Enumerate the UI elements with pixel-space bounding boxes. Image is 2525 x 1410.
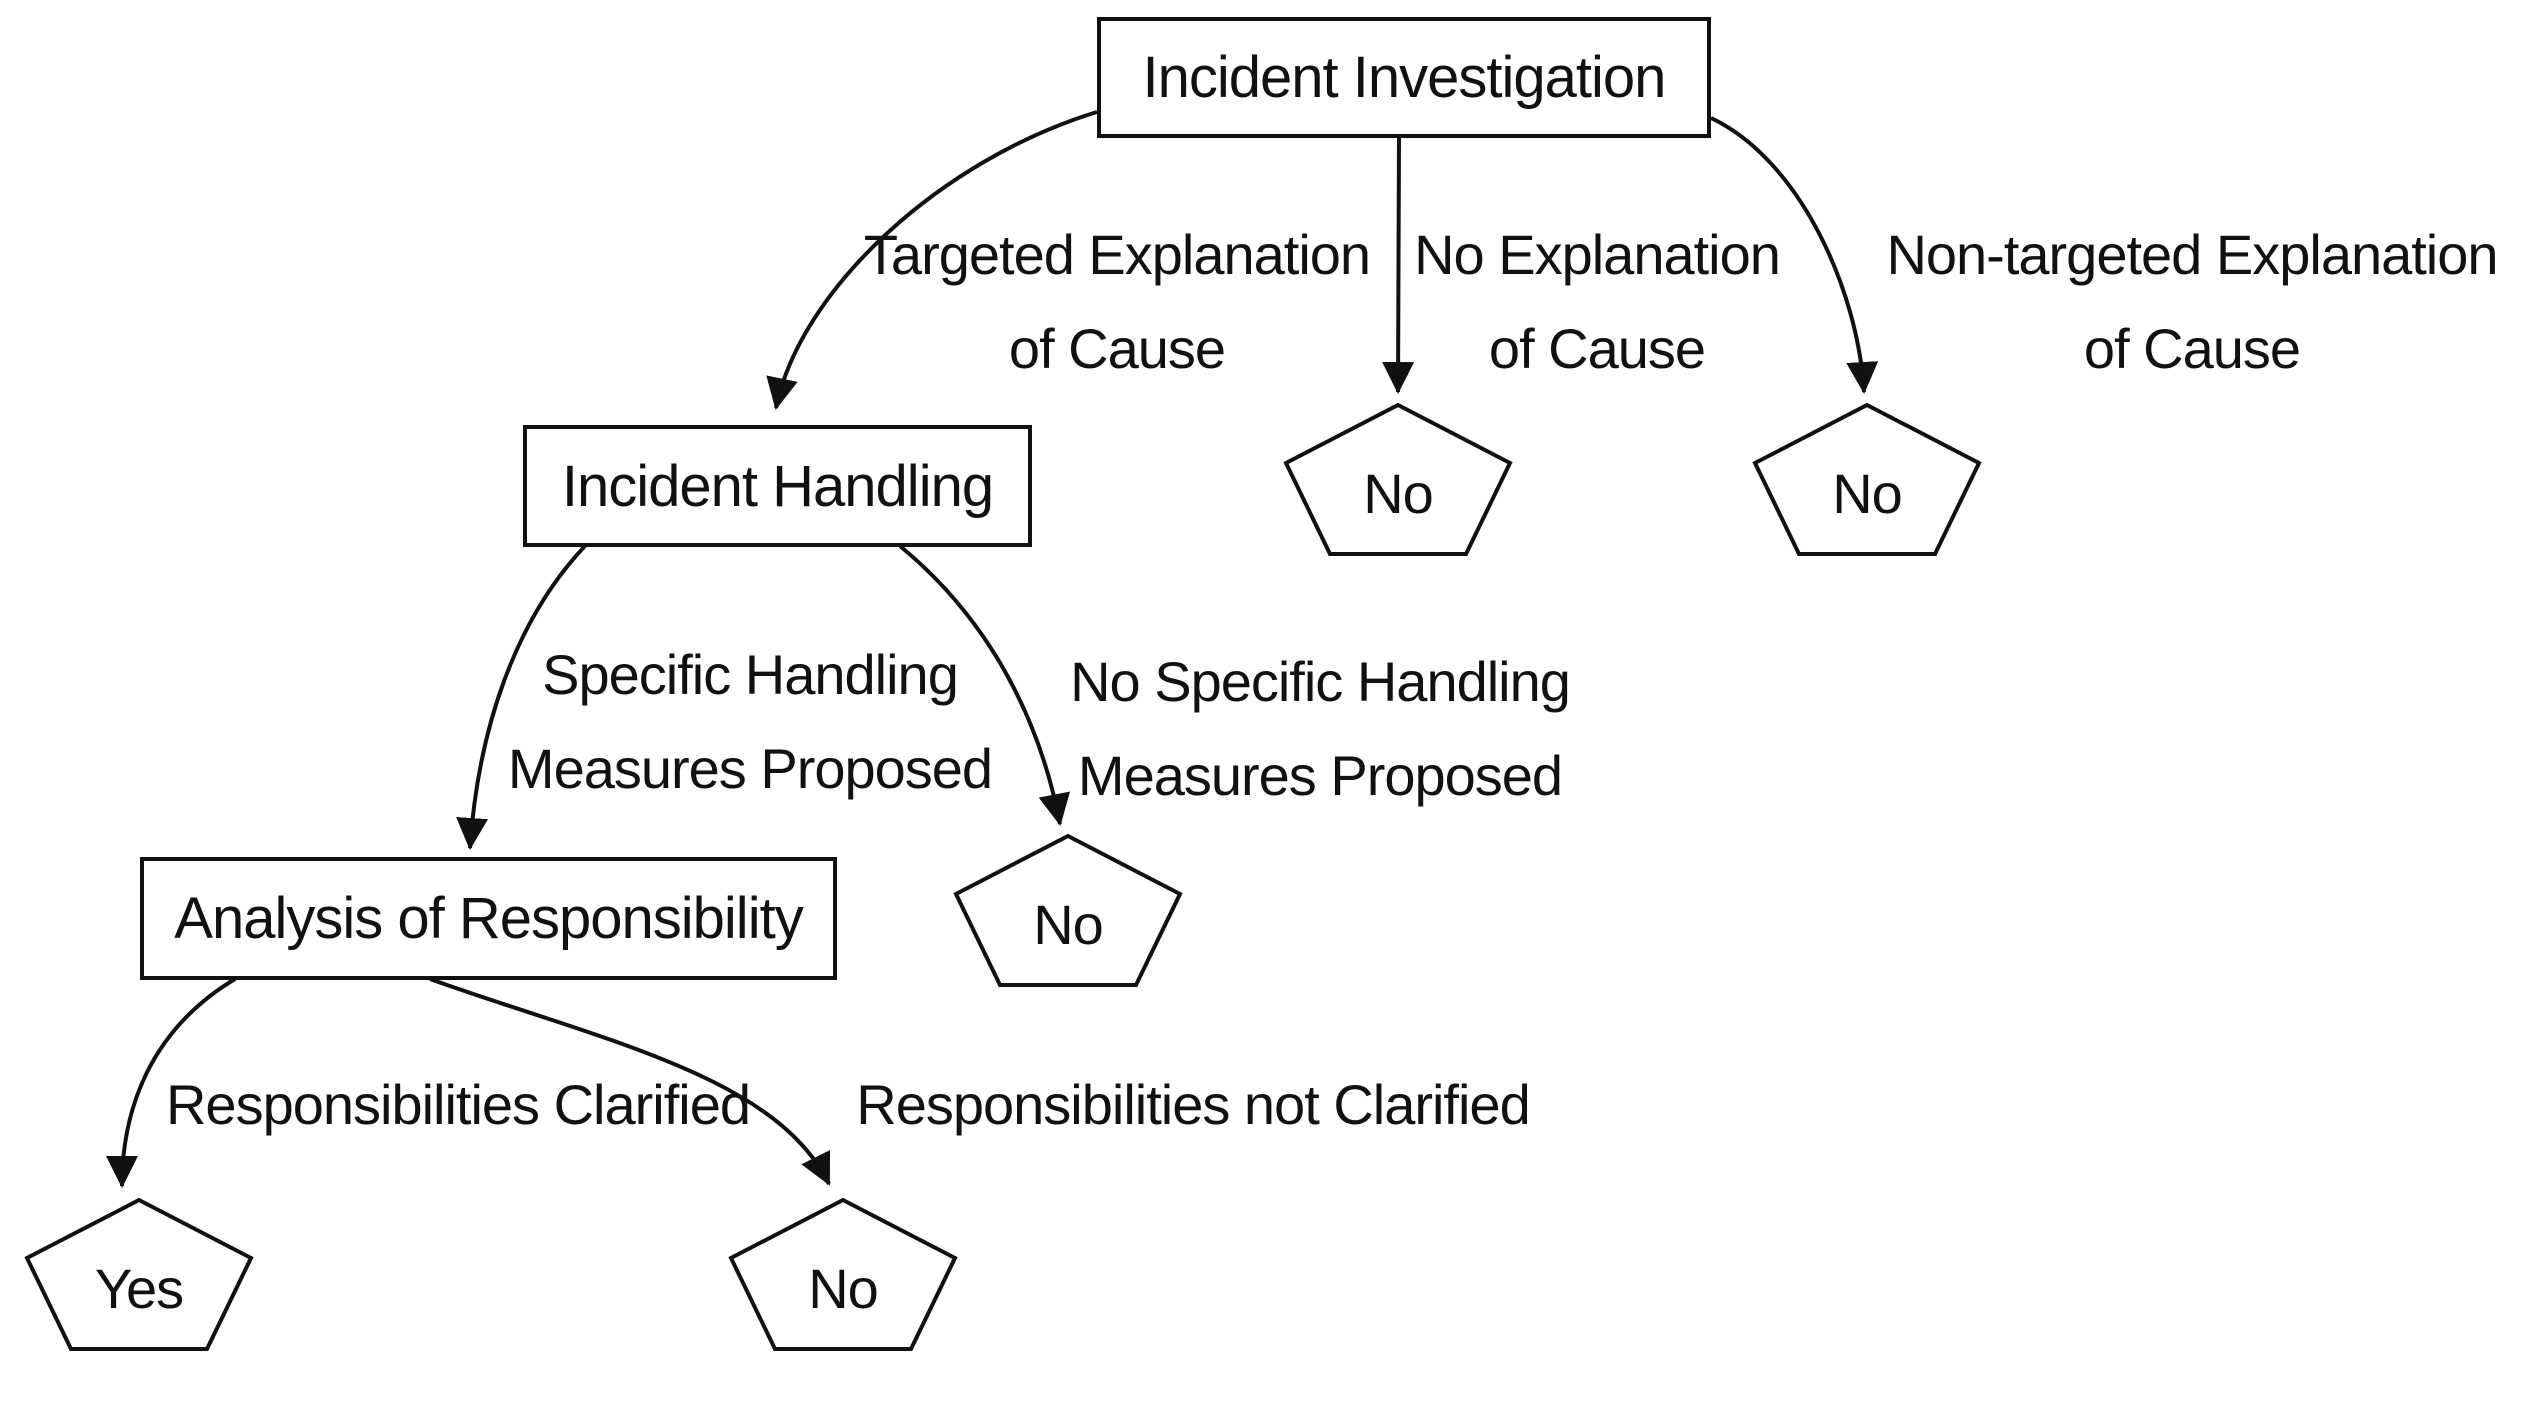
node-incident-handling-label: Incident Handling <box>561 453 994 519</box>
edge-label-targeted-explanation: Targeted Explanation of Cause <box>863 208 1371 396</box>
terminal-node-responsibilities-clarified-label: Yes <box>94 1257 184 1320</box>
pentagon-shape <box>1283 402 1513 556</box>
terminal-node-non-targeted-label: No <box>1832 462 1903 525</box>
edge-label-responsibilities-clarified: Responsibilities Clarified <box>165 1058 751 1152</box>
pentagon-shape <box>953 833 1183 987</box>
pentagon-shape <box>24 1197 254 1351</box>
edge-label-line: of Cause <box>2083 317 2301 380</box>
edge-label-line: Responsibilities Clarified <box>165 1073 751 1136</box>
edge-label-line: Targeted Explanation <box>863 223 1371 286</box>
edge-label-no-specific-handling: No Specific Handling Measures Proposed <box>1070 635 1571 823</box>
terminal-node-no-explanation: No <box>1283 402 1513 557</box>
edge-label-non-targeted-explanation: Non-targeted Explanation of Cause <box>1886 208 2498 396</box>
pentagon-shape <box>1752 402 1982 556</box>
terminal-node-no-specific-measures-label: No <box>1033 893 1104 956</box>
edge-label-no-explanation: No Explanation of Cause <box>1414 208 1781 396</box>
edge-label-line: of Cause <box>1008 317 1226 380</box>
edge-label-line: Specific Handling <box>542 643 959 706</box>
edge-label-specific-handling: Specific Handling Measures Proposed <box>507 628 993 816</box>
node-incident-investigation-label: Incident Investigation <box>1142 45 1667 110</box>
terminal-node-responsibilities-not-clarified: No <box>728 1197 958 1352</box>
pentagon-shape <box>728 1197 958 1351</box>
terminal-node-no-explanation-label: No <box>1363 462 1434 525</box>
edge-label-line: No Explanation <box>1414 223 1781 286</box>
node-incident-handling: Incident Handling <box>523 425 1032 547</box>
terminal-node-responsibilities-not-clarified-label: No <box>808 1257 879 1320</box>
edge-label-line: Non-targeted Explanation <box>1886 223 2498 286</box>
edge-label-line: Responsibilities not Clarified <box>856 1073 1530 1136</box>
edge-no-explanation <box>1382 137 1415 394</box>
terminal-node-no-specific-measures: No <box>953 833 1183 988</box>
edge-label-responsibilities-not-clarified: Responsibilities not Clarified <box>856 1058 1530 1152</box>
terminal-node-non-targeted: No <box>1752 402 1982 557</box>
edge-label-line: No Specific Handling <box>1070 650 1571 713</box>
edge-label-line: Measures Proposed <box>1077 744 1563 807</box>
node-analysis-of-responsibility: Analysis of Responsibility <box>140 857 837 980</box>
terminal-node-responsibilities-clarified: Yes <box>24 1197 254 1352</box>
edge-label-line: Measures Proposed <box>507 737 993 800</box>
node-analysis-of-responsibility-label: Analysis of Responsibility <box>174 886 803 951</box>
node-incident-investigation: Incident Investigation <box>1097 17 1711 138</box>
edge-label-line: of Cause <box>1488 317 1706 380</box>
